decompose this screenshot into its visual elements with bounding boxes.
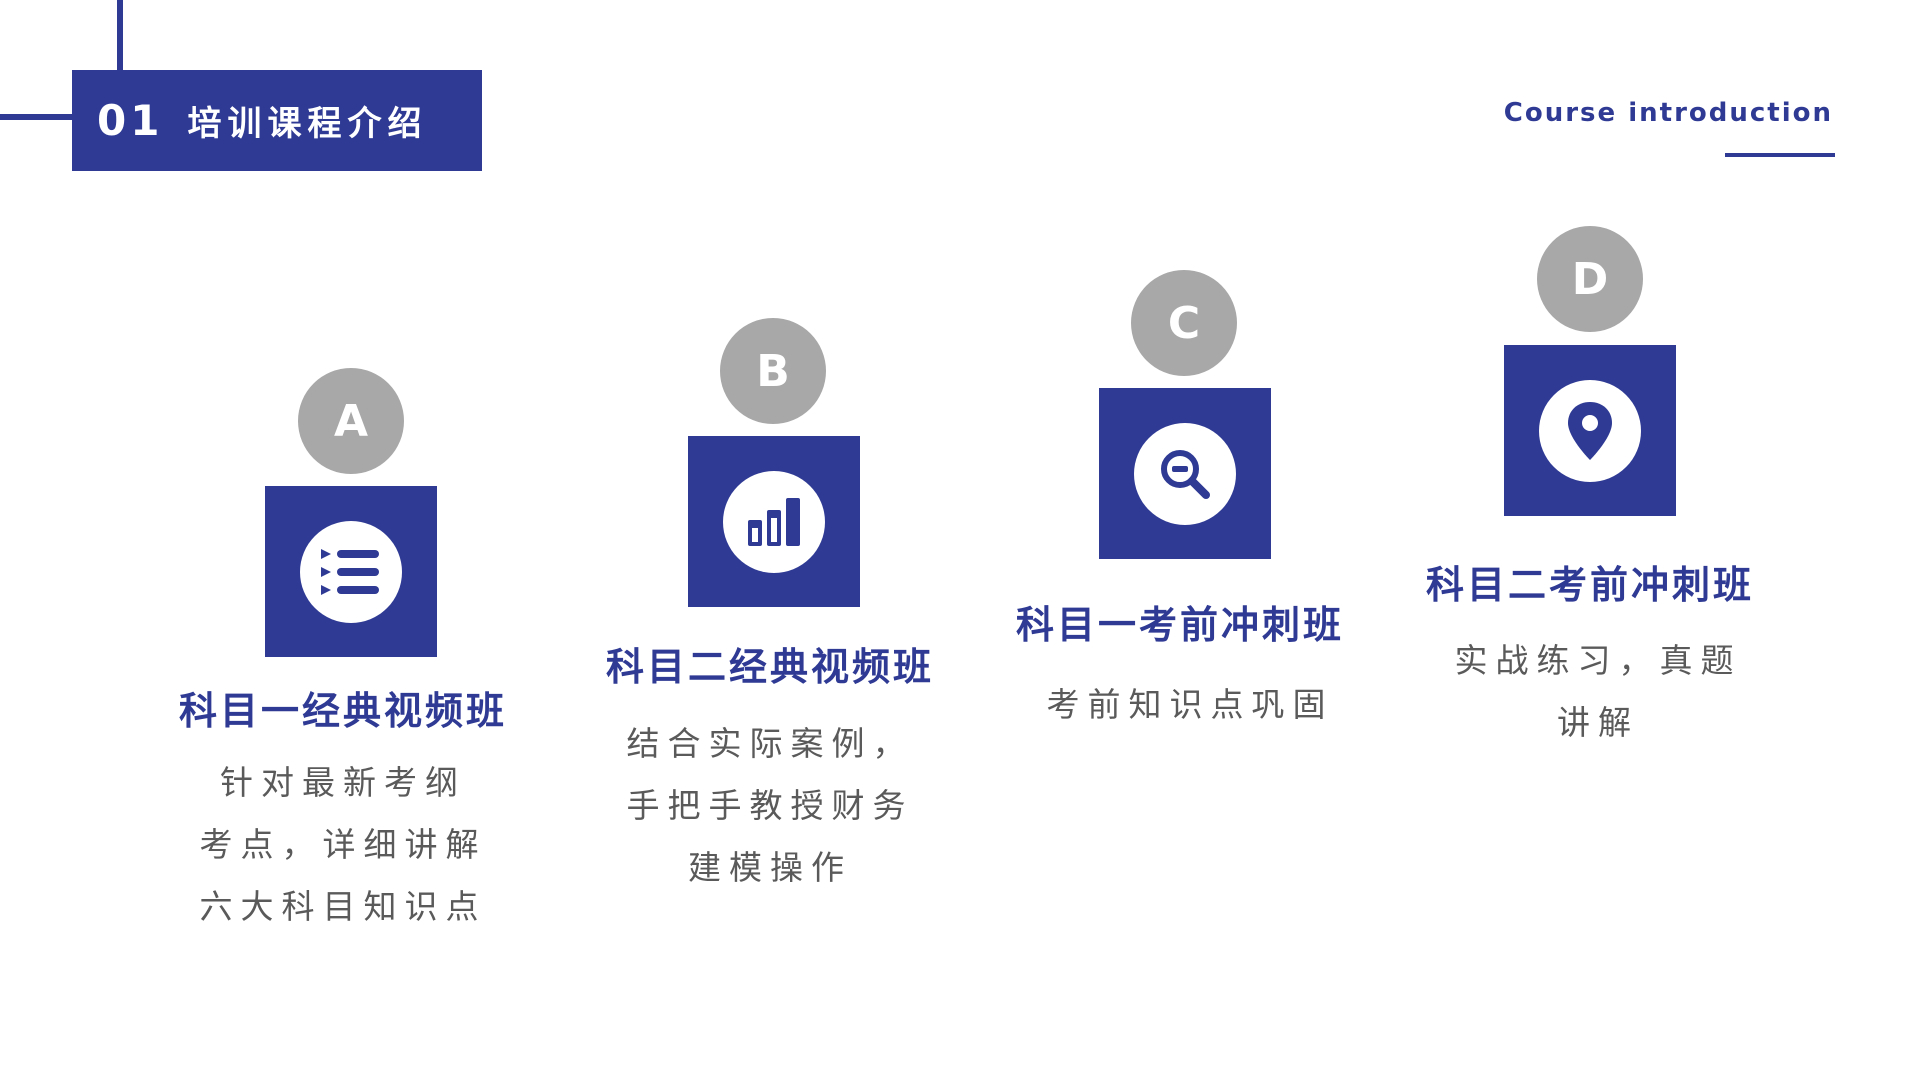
card-b-line-1: 结合实际案例， (626, 724, 914, 763)
zoom-out-icon (1134, 422, 1236, 525)
card-c-description: 考前知识点巩固 (980, 674, 1400, 736)
card-a-line-2: 考点，详细讲解 (199, 825, 487, 864)
section-number: 01 (97, 96, 164, 145)
card-d-icon-box (1504, 345, 1676, 516)
list-icon (300, 520, 402, 623)
card-d-title: 科目二考前冲刺班 (1425, 563, 1754, 607)
badge-b: B (720, 318, 826, 424)
badge-a: A (298, 368, 404, 474)
decorative-horizontal-line (0, 114, 74, 120)
card-d-line-1: 实战练习，真题 (1454, 641, 1742, 680)
card-a-line-3: 六大科目知识点 (199, 887, 487, 926)
card-b-description: 结合实际案例， 手把手教授财务 建模操作 (560, 713, 980, 899)
section-title-banner: 01 培训课程介绍 (72, 70, 482, 171)
english-subtitle: Course introduction (1503, 98, 1833, 128)
card-c-line-1: 考前知识点巩固 (1046, 685, 1334, 724)
card-a-description: 针对最新考纲 考点，详细讲解 六大科目知识点 (133, 752, 553, 938)
decorative-vertical-line (117, 0, 123, 72)
badge-d: D (1537, 226, 1643, 332)
card-d-line-2: 讲解 (1557, 703, 1639, 742)
card-c-icon-box (1099, 388, 1271, 559)
section-title: 培训课程介绍 (187, 104, 428, 144)
card-b-icon-box (688, 436, 860, 607)
card-c-title: 科目一考前冲刺班 (1015, 603, 1344, 647)
card-b-line-2: 手把手教授财务 (626, 786, 914, 825)
badge-c: C (1131, 270, 1237, 376)
bar-chart-icon (723, 470, 825, 573)
location-pin-icon (1539, 379, 1641, 482)
subtitle-underline (1725, 153, 1835, 157)
card-a-line-1: 针对最新考纲 (220, 763, 466, 802)
card-b-line-3: 建模操作 (688, 848, 852, 887)
card-b-title: 科目二经典视频班 (605, 645, 934, 689)
card-a-icon-box (265, 486, 437, 657)
card-a-title: 科目一经典视频班 (178, 689, 507, 733)
card-d-description: 实战练习，真题 讲解 (1388, 630, 1808, 754)
